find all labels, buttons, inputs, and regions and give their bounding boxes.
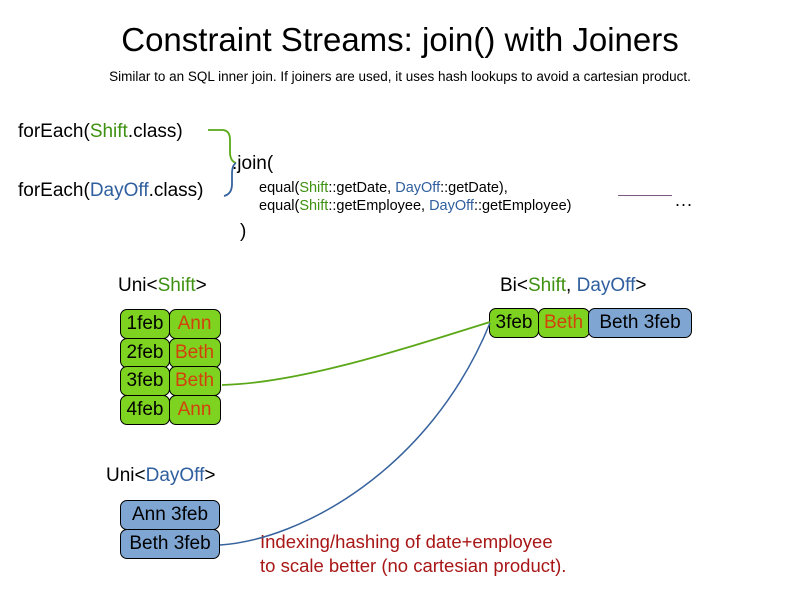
code-ellipsis: ... — [675, 190, 694, 210]
label-uni-shift: Uni<Shift> — [118, 275, 207, 297]
annotation-line-1: Indexing/hashing of date+employee — [260, 531, 553, 552]
label-type-dayoff: DayOff — [576, 275, 636, 296]
cell-bi-shift-employee: Beth — [537, 308, 590, 338]
code-joiner-equal-date: equal(Shift::getDate, DayOff::getDate), — [259, 179, 508, 197]
label-bi-shift-dayoff: Bi<Shift, DayOff> — [500, 275, 646, 297]
label-type-shift: Shift — [528, 275, 567, 296]
uni-shift-table: 1feb Ann 2feb Beth 3feb Beth 4feb Ann — [120, 309, 221, 425]
code-foreach-dayoff: forEach(DayOff.class) — [18, 180, 204, 202]
cell-shift-employee: Beth — [168, 337, 221, 368]
joiner-left-type: Shift — [299, 198, 329, 214]
cell-shift-employee: Beth — [168, 366, 221, 396]
label-uni-dayoff: Uni<DayOff> — [106, 465, 216, 487]
cell-shift-employee: Ann — [168, 309, 221, 339]
label-suffix: > — [635, 275, 647, 296]
code-foreach-dayoff-prefix: forEach( — [18, 180, 90, 201]
purple-rule-divider — [618, 195, 672, 196]
label-prefix: Uni< — [118, 275, 158, 296]
table-row[interactable]: Ann 3feb — [120, 500, 220, 530]
cell-dayoff-pair: Beth 3feb — [120, 528, 220, 559]
code-foreach-shift: forEach(Shift.class) — [18, 121, 183, 143]
code-joiner-equal-employee: equal(Shift::getEmployee, DayOff::getEmp… — [259, 197, 571, 215]
table-row[interactable]: Beth 3feb — [120, 528, 220, 559]
label-prefix: Bi< — [500, 275, 528, 296]
code-join-open: .join( — [232, 153, 274, 174]
table-row[interactable]: 4feb Ann — [120, 394, 221, 425]
table-row[interactable]: 3feb Beth Beth 3feb — [489, 308, 692, 338]
code-join-close: ) — [240, 221, 247, 242]
page-subtitle: Similar to an SQL inner join. If joiners… — [109, 69, 691, 84]
joiner-right-type: DayOff — [395, 180, 441, 196]
cell-bi-shift-date: 3feb — [489, 308, 539, 338]
label-separator: , — [566, 275, 577, 296]
joiner-right-type: DayOff — [429, 198, 474, 214]
cell-dayoff-pair: Ann 3feb — [120, 500, 220, 530]
joiner-right-method: ::getDate), — [440, 180, 508, 196]
code-foreach-dayoff-suffix: .class) — [148, 180, 204, 201]
joiner-left-type: Shift — [299, 180, 329, 196]
label-prefix: Uni< — [106, 465, 146, 486]
label-type-dayoff: DayOff — [145, 465, 205, 486]
cell-shift-employee: Ann — [168, 394, 221, 425]
code-foreach-shift-prefix: forEach( — [18, 121, 90, 142]
annotation-text: Indexing/hashing of date+employee to sca… — [260, 530, 566, 578]
label-suffix: > — [195, 275, 207, 296]
cell-shift-date: 4feb — [120, 394, 170, 425]
joiner-left-method: ::getEmployee, — [328, 198, 430, 214]
joiner-fn-open: equal( — [259, 180, 300, 196]
table-row[interactable]: 2feb Beth — [120, 337, 221, 368]
page-title: Constraint Streams: join() with Joiners — [121, 21, 679, 58]
joiner-right-method: ::getEmployee) — [473, 198, 572, 214]
joiner-left-method: ::getDate, — [328, 180, 396, 196]
cell-shift-date: 2feb — [120, 337, 170, 368]
label-suffix: > — [204, 465, 216, 486]
code-token-shift: Shift — [89, 121, 128, 142]
table-row[interactable]: 3feb Beth — [120, 366, 221, 396]
bi-tuple-table: 3feb Beth Beth 3feb — [489, 308, 692, 338]
annotation-line-2: to scale better (no cartesian product). — [260, 555, 567, 576]
connector-dayoff-row-to-bi-icon — [219, 322, 491, 546]
code-token-dayoff: DayOff — [89, 180, 149, 201]
code-foreach-shift-suffix: .class) — [127, 121, 183, 142]
joiner-fn-open: equal( — [259, 198, 300, 214]
uni-dayoff-table: Ann 3feb Beth 3feb — [120, 500, 220, 559]
cell-shift-date: 3feb — [120, 366, 170, 396]
cell-bi-dayoff-pair: Beth 3feb — [588, 308, 692, 338]
label-type-shift: Shift — [157, 275, 196, 296]
table-row[interactable]: 1feb Ann — [120, 309, 221, 339]
connector-shift-row-to-bi-icon — [221, 321, 491, 386]
cell-shift-date: 1feb — [120, 309, 170, 339]
